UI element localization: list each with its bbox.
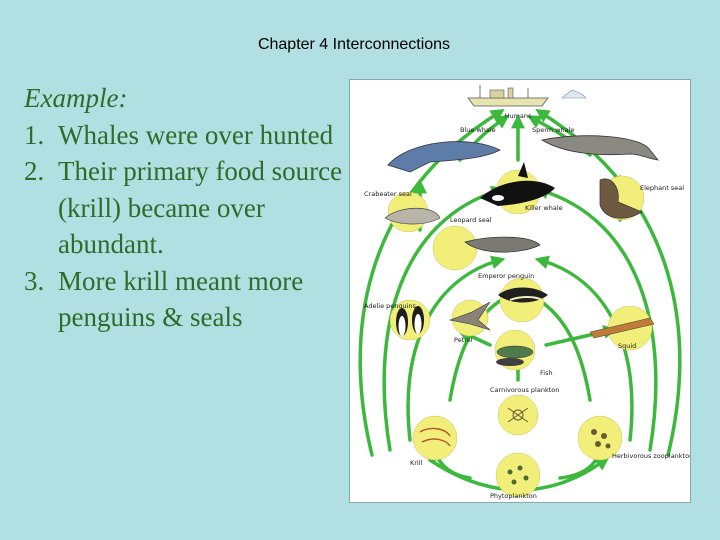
iceberg-icon (561, 89, 587, 99)
fish-icon (496, 345, 534, 366)
label-sperm-whale: Sperm whale (532, 126, 574, 134)
phytoplankton-icon (507, 465, 529, 485)
herbivorous-zooplankton-icon (591, 429, 611, 449)
list-item: 3. More krill meant more penguins & seal… (24, 263, 344, 336)
label-squid: Squid (618, 342, 636, 350)
label-emperor-penguin: Emperor penguin (478, 272, 534, 280)
label-leopard-seal: Leopard seal (450, 216, 492, 224)
label-herbivorous-zooplankton: Herbivorous zooplankton (612, 452, 690, 460)
list-item: 2. Their primary food source (krill) bec… (24, 153, 344, 263)
killer-whale-patch (492, 195, 504, 201)
adelie-penguins-icon (396, 306, 424, 336)
petrel-icon (448, 301, 491, 331)
krill-icon (419, 427, 451, 447)
food-web-figure: Humans Blue whale Sperm whale Crabeater … (349, 79, 691, 503)
slide-header: Chapter 4 Interconnections (257, 36, 451, 53)
list-item-number: 1. (24, 119, 45, 150)
label-blue-whale: Blue whale (460, 126, 496, 134)
label-petrel: Petrel (454, 336, 473, 344)
list-item-text: Whales were over hunted (58, 119, 334, 150)
sperm-whale-icon (540, 135, 659, 161)
label-krill: Krill (410, 459, 423, 467)
label-carnivorous-plankton: Carnivorous plankton (490, 386, 559, 394)
leopard-seal-icon (464, 236, 541, 253)
label-fish: Fish (540, 369, 553, 377)
label-elephant-seal: Elephant seal (640, 184, 684, 192)
killer-whale-fin (518, 162, 528, 178)
list-item-number: 3. (24, 265, 45, 296)
label-humans: Humans (505, 112, 532, 120)
label-adelie-penguins: Adelie penguins (364, 302, 417, 310)
slide-body: Example: 1. Whales were over hunted 2. T… (24, 80, 344, 336)
ship-icon (467, 85, 549, 107)
blue-whale-icon (387, 141, 501, 173)
squid-icon (589, 317, 655, 339)
list-item: 1. Whales were over hunted (24, 117, 344, 154)
list-item-text: Their primary food source (krill) became… (58, 156, 343, 259)
label-killer-whale: Killer whale (525, 204, 563, 212)
emperor-penguin-belly (509, 296, 543, 301)
list-item-number: 2. (24, 156, 45, 186)
elephant-seal-icon (599, 178, 643, 219)
label-phytoplankton: Phytoplankton (490, 492, 537, 500)
list-item-text: More krill meant more penguins & seals (58, 265, 304, 333)
crabeater-seal-icon (384, 208, 441, 225)
food-web-diagram: Humans Blue whale Sperm whale Crabeater … (350, 80, 690, 502)
example-heading: Example: (24, 83, 128, 113)
carnivorous-plankton-icon (507, 407, 529, 423)
label-crabeater-seal: Crabeater seal (364, 190, 412, 198)
